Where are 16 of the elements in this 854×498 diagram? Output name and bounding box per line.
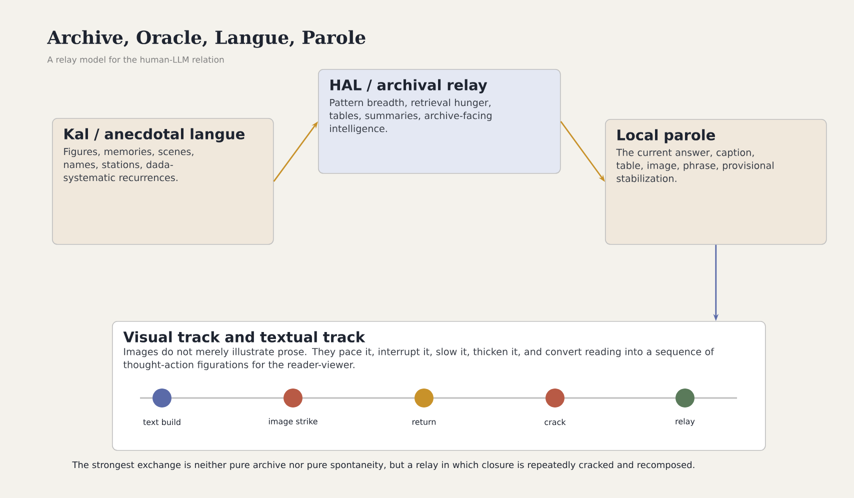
- title: Archive, Oracle, Langue, Parole: [47, 30, 366, 48]
- archive-box: HAL / archival relay Pattern breadth, retrieval hunger, tables, summaries, archive-facing intelligence.: [318, 69, 561, 174]
- subtitle: A relay model for the human-LLM relation: [47, 56, 224, 64]
- langue-box: Kal / anecdotal langue Figures, memories, scenes, names, stations, dada-systematic recurrences.: [52, 118, 274, 245]
- track-dot: [284, 388, 302, 408]
- track-dot: [676, 388, 694, 408]
- track-label: crack: [544, 418, 566, 426]
- track-dot: [546, 388, 564, 408]
- track-label: text build: [143, 418, 180, 426]
- track-label: return: [412, 419, 436, 425]
- track-label: image strike: [268, 418, 318, 426]
- track-dot: [414, 388, 434, 408]
- caption: The strongest exchange is neither pure archive nor pure spontaneity, but a relay in which closure is repeatedly cracked and recomposed.: [72, 461, 694, 470]
- parole-box: Local parole The current answer, caption, table, image, phrase, provisional stabilization.: [605, 119, 827, 245]
- track-label: relay: [676, 418, 695, 426]
- track-dot: [152, 388, 172, 408]
